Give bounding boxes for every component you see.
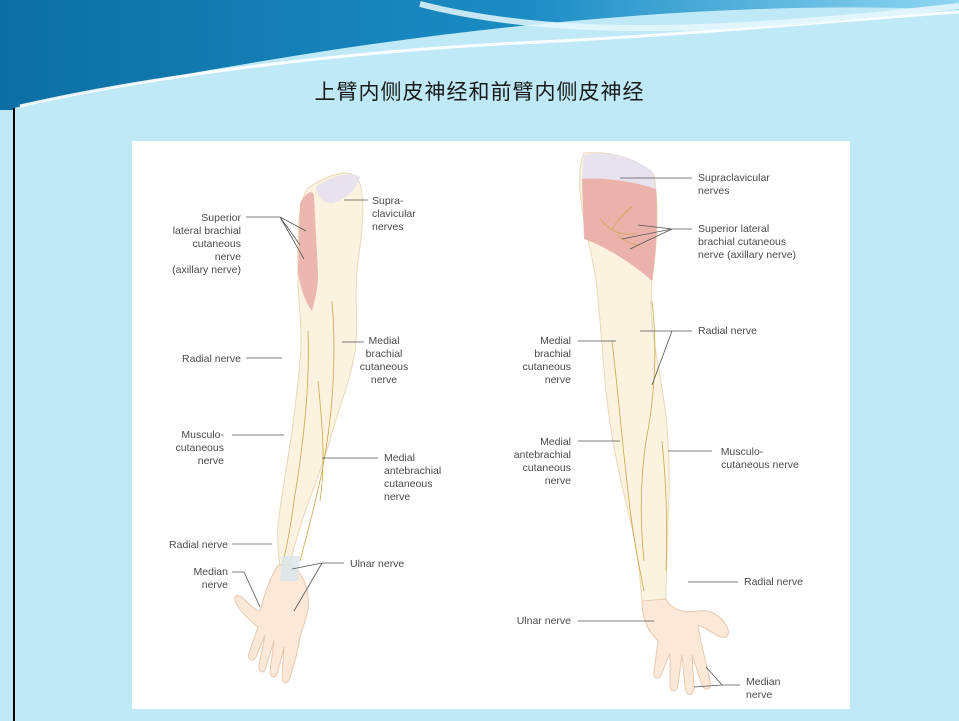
- label-line: Superior: [201, 212, 241, 224]
- label-line: nerve: [384, 491, 410, 503]
- label-line: brachial: [366, 348, 403, 360]
- label-line: cutaneous: [176, 442, 224, 454]
- label-line: Medial: [540, 335, 571, 347]
- label-right-medial-antebrachial: Medial antebrachial cutaneous nerve: [514, 436, 620, 487]
- label-line: nerve (axillary nerve): [698, 249, 796, 261]
- label-left-radial-upper: Radial nerve: [182, 353, 282, 365]
- label-line: clavicular: [372, 208, 416, 220]
- label-left-medial-antebrachial: Medial antebrachial cutaneous nerve: [322, 452, 441, 503]
- label-line: Musculo-: [721, 446, 764, 458]
- leader-line: [246, 217, 306, 259]
- label-line: cutaneous nerve: [721, 459, 799, 471]
- label-line: antebrachial: [384, 465, 441, 477]
- label-line: brachial cutaneous: [698, 236, 786, 248]
- label-line: cutaneous: [360, 361, 408, 373]
- label-line: nerves: [372, 221, 404, 233]
- label-line: nerve: [746, 689, 772, 701]
- label-line: Radial nerve: [698, 325, 757, 337]
- label-line: cutaneous: [193, 238, 241, 250]
- label-left-median: Median nerve: [194, 566, 260, 607]
- label-line: Ulnar nerve: [517, 615, 571, 627]
- label-line: Superior lateral: [698, 223, 769, 235]
- label-line: Medial: [369, 335, 400, 347]
- label-line: Musculo-: [181, 429, 224, 441]
- label-line: Supraclavicular: [698, 172, 770, 184]
- label-line: Medial: [384, 452, 415, 464]
- label-right-ulnar: Ulnar nerve: [517, 615, 654, 627]
- label-line: Radial nerve: [169, 539, 228, 551]
- slide-title: 上臂内侧皮神经和前臂内侧皮神经: [0, 76, 959, 106]
- label-line: brachial: [534, 348, 571, 360]
- label-line: nerve: [202, 579, 228, 591]
- label-right-radial-lower: Radial nerve: [688, 576, 803, 588]
- label-line: Radial nerve: [182, 353, 241, 365]
- label-line: nerves: [698, 185, 730, 197]
- label-line: Ulnar nerve: [350, 558, 404, 570]
- label-line: Supra-: [372, 195, 404, 207]
- label-line: Radial nerve: [744, 576, 803, 588]
- label-line: nerve: [371, 374, 397, 386]
- label-line: nerve: [545, 475, 571, 487]
- label-line: nerve: [215, 251, 241, 263]
- label-line: Medial: [540, 436, 571, 448]
- label-line: (axillary nerve): [172, 264, 241, 276]
- label-line: nerve: [545, 374, 571, 386]
- label-left-superior-lateral: Superior lateral brachial cutaneous nerv…: [172, 212, 306, 276]
- label-line: antebrachial: [514, 449, 571, 461]
- label-line: Median: [746, 676, 781, 688]
- label-line: lateral brachial: [173, 225, 241, 237]
- label-left-musculocutaneous: Musculo- cutaneous nerve: [176, 429, 284, 467]
- anatomy-figure: Supra- clavicular nerves Superior latera…: [132, 141, 850, 709]
- label-line: Median: [194, 566, 229, 578]
- label-line: cutaneous: [523, 361, 571, 373]
- arm-nerve-illustration: Supra- clavicular nerves Superior latera…: [132, 141, 850, 709]
- label-line: cutaneous: [523, 462, 571, 474]
- label-left-radial-lower: Radial nerve: [169, 539, 272, 551]
- label-line: nerve: [198, 455, 224, 467]
- label-line: cutaneous: [384, 478, 432, 490]
- label-right-musculocutaneous: Musculo- cutaneous nerve: [668, 446, 799, 471]
